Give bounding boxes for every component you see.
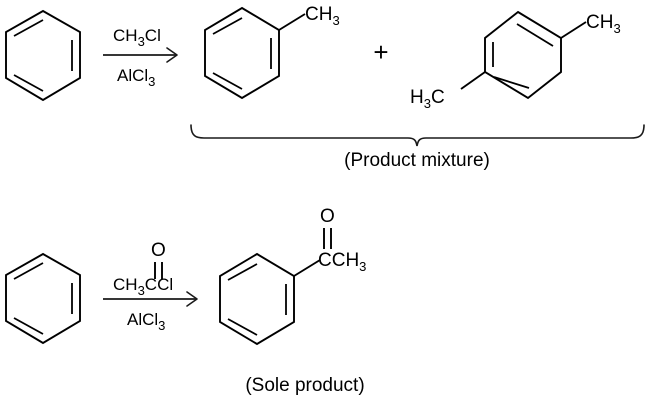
xylene-methyl-left-label: H3C [410, 87, 445, 111]
toluene-ring [204, 6, 306, 100]
reagent2-ch-text: CH [113, 275, 138, 294]
svg-text:CCH3: CCH3 [318, 250, 366, 274]
catalyst-alcl-text: AlCl [117, 66, 148, 85]
reaction-arrow-1 [103, 47, 178, 63]
para-xylene-ring [460, 10, 587, 100]
catalyst-alcl-subscript: 3 [148, 74, 155, 89]
acetophenone-acyl-label: CCH3 [318, 250, 366, 274]
xylene-left-c-text: C [431, 87, 445, 108]
catalyst2-alcl-subscript: 3 [158, 318, 165, 333]
acyl-cch-text: CCH [318, 250, 359, 271]
catalyst2-alcl-text: AlCl [127, 310, 158, 329]
acetyl-chloride-carbonyl: O [151, 240, 166, 279]
reaction-arrow-2 [103, 291, 198, 307]
xylene-right-ch-text: CH [586, 12, 613, 33]
toluene-methyl-label: CH3 [305, 4, 340, 28]
reagent-cl-text: Cl [145, 26, 161, 45]
svg-text:CH3: CH3 [586, 12, 621, 36]
xylene-left-h-text: H [410, 87, 424, 108]
svg-text:CH3Cl: CH3Cl [113, 26, 161, 49]
svg-text:CH3CCl: CH3CCl [113, 275, 173, 298]
reagent2-ccl-text: CCl [145, 275, 173, 294]
product-mixture-brace [190, 124, 645, 147]
acetophenone-ring [219, 252, 321, 346]
plus-sign: + [373, 37, 388, 67]
product-carbonyl-oxygen-label: O [320, 206, 335, 227]
svg-text:AlCl3: AlCl3 [117, 66, 155, 89]
reagent-ch3-subscript: 3 [138, 34, 145, 49]
svg-text:AlCl3: AlCl3 [127, 310, 165, 333]
benzene-reactant-1 [5, 9, 81, 102]
svg-text:H3C: H3C [410, 87, 445, 111]
reagent-label-above-1: CH3Cl [113, 26, 161, 49]
sole-product-caption: (Sole product) [245, 375, 364, 396]
xylene-right-ch3-subscript: 3 [613, 21, 620, 36]
reagent2-ch3-subscript: 3 [138, 283, 145, 298]
svg-text:CH3: CH3 [305, 4, 340, 28]
xylene-left-h3-subscript: 3 [424, 96, 431, 111]
xylene-methyl-right-label: CH3 [586, 12, 621, 36]
acyl-ch3-subscript: 3 [359, 259, 366, 274]
product-mixture-caption: (Product mixture) [344, 150, 490, 171]
reagent-label-above-2: CH3CCl [113, 275, 173, 298]
catalyst-label-below-1: AlCl3 [117, 66, 155, 89]
reagent-carbonyl-oxygen-label: O [151, 240, 166, 261]
benzene-reactant-2 [5, 252, 81, 345]
toluene-ch3-subscript: 3 [332, 13, 339, 28]
acetophenone-carbonyl: O [320, 206, 335, 249]
reagent-ch3-text: CH [113, 26, 138, 45]
catalyst-label-below-2: AlCl3 [127, 310, 165, 333]
toluene-ch-text: CH [305, 4, 332, 25]
